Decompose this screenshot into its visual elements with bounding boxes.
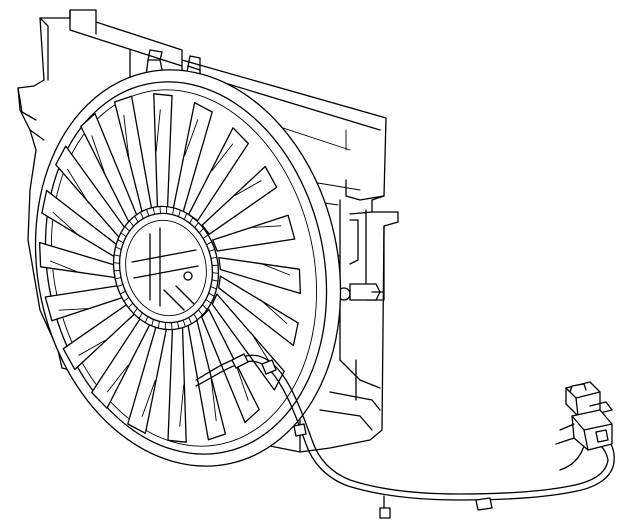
hub-tooth (127, 302, 134, 309)
hub-tooth (113, 262, 121, 264)
hub-tooth (138, 312, 143, 319)
wiring-harness (195, 353, 615, 519)
fan-blade-icon (212, 214, 296, 252)
hub-tooth (193, 313, 198, 321)
fan-blade-rib (211, 143, 234, 172)
fan-blade-rib (78, 340, 106, 356)
hub-tooth (159, 206, 161, 214)
electrical-connector (555, 409, 613, 451)
fan-blade-rib (155, 109, 161, 152)
hub-tooth (117, 239, 124, 244)
fan-blade-rib (234, 180, 262, 196)
hub-tooth (176, 321, 180, 330)
hub-tooth (119, 290, 126, 295)
fan-blade-rib (259, 299, 288, 325)
hub-tooth (208, 248, 216, 252)
fan-blades (38, 93, 302, 443)
hub-tooth (211, 272, 219, 274)
fan-blade-rib (49, 260, 81, 274)
hub-tooth (172, 207, 175, 216)
hub-tooth (171, 322, 173, 330)
fan-blade-rib (141, 380, 156, 417)
hub-cooling-teeth (113, 206, 219, 330)
hub-tooth (206, 241, 213, 246)
hub-tooth (115, 246, 122, 250)
fan-blade-rib (106, 364, 129, 393)
hub-tooth (128, 220, 135, 227)
hub-tooth (123, 296, 130, 302)
fan-blade-rib (184, 119, 199, 156)
hub-tooth (114, 277, 122, 280)
hub-tooth (151, 318, 154, 327)
fan-blade-icon (218, 256, 302, 295)
hub-tooth (202, 234, 209, 240)
hub-tooth (208, 292, 215, 297)
fan-blade-rib (67, 168, 90, 204)
electrical-connector (565, 381, 613, 417)
hub-tooth (116, 284, 124, 288)
hub-tooth (197, 309, 204, 316)
hub-tooth (134, 215, 139, 223)
hub-tooth (182, 319, 186, 328)
fan-blade-rib (179, 384, 185, 427)
fan-blade-icon (201, 165, 278, 235)
fan-blade-icon (218, 275, 299, 347)
fan-blade-rib (52, 211, 81, 237)
hub-tooth (146, 208, 150, 217)
fan-blade-rib (251, 225, 282, 228)
fan-blade-rib (123, 114, 130, 159)
hub-tooth (157, 320, 160, 329)
hub-tooth (133, 307, 138, 314)
fan-blade-rib (259, 262, 291, 276)
hub-tooth (210, 286, 217, 290)
hub-tooth (113, 254, 121, 257)
hub-tooth (188, 317, 193, 325)
hub-tooth (205, 298, 212, 304)
fan-blade-rib (58, 308, 89, 311)
hub-tooth (194, 222, 199, 229)
hub-tooth (198, 227, 205, 234)
fan-motor-hub (112, 205, 220, 331)
hub-tooth (202, 304, 208, 310)
fan-blade-rib (210, 377, 217, 422)
hub-tooth (183, 212, 188, 220)
hub-tooth (124, 226, 130, 232)
hub-tooth (189, 217, 194, 224)
hub-tooth (211, 279, 219, 282)
hub-tooth (144, 316, 149, 324)
hub-tooth (152, 206, 156, 215)
hub-tooth (178, 209, 181, 218)
fan-blade-rib (91, 135, 107, 177)
hub-tooth (210, 256, 218, 259)
hub-tooth (139, 211, 144, 219)
hub-tooth (120, 232, 127, 238)
